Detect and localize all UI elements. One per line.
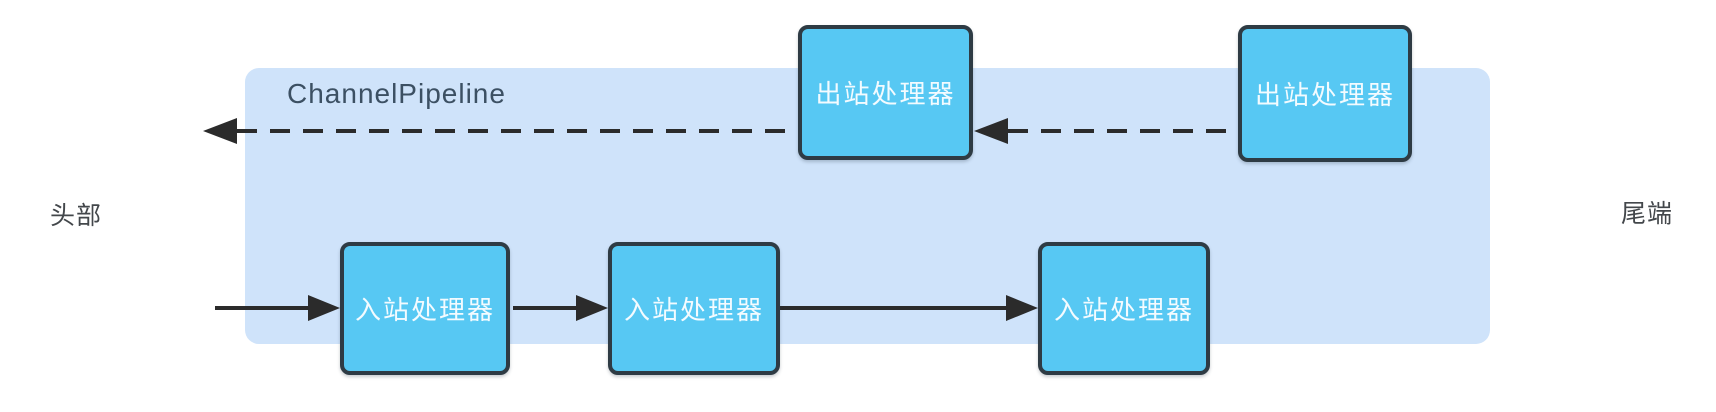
inbound-solid-line-3 (780, 306, 1008, 310)
inbound-solid-line-1 (215, 306, 310, 310)
outbound-dashed-line-1 (237, 129, 798, 133)
inbound-handler-label: 入站处理器 (623, 295, 764, 325)
outbound-arrowhead-icon-1 (203, 118, 237, 144)
inbound-handler-label: 入站处理器 (354, 295, 495, 325)
outbound-arrowhead-icon-2 (974, 118, 1008, 144)
outbound-handler-label: 出站处理器 (1254, 80, 1395, 110)
panel-title: ChannelPipeline (287, 78, 506, 109)
head-label: 头部 (50, 202, 103, 230)
inbound-arrowhead-icon-2 (576, 295, 608, 321)
inbound-arrowhead-icon-1 (308, 295, 340, 321)
inbound-solid-line-2 (513, 306, 578, 310)
outbound-handler-box: 出站处理器 (798, 25, 973, 160)
inbound-handler-box: 入站处理器 (340, 242, 510, 375)
inbound-arrowhead-icon-3 (1006, 295, 1038, 321)
tail-label: 尾端 (1621, 200, 1674, 228)
inbound-handler-box: 入站处理器 (1038, 242, 1210, 375)
inbound-handler-label: 入站处理器 (1053, 295, 1194, 325)
outbound-handler-box: 出站处理器 (1238, 25, 1412, 162)
inbound-handler-box: 入站处理器 (608, 242, 780, 375)
outbound-handler-label: 出站处理器 (815, 79, 956, 109)
outbound-dashed-line-2 (1008, 129, 1238, 133)
